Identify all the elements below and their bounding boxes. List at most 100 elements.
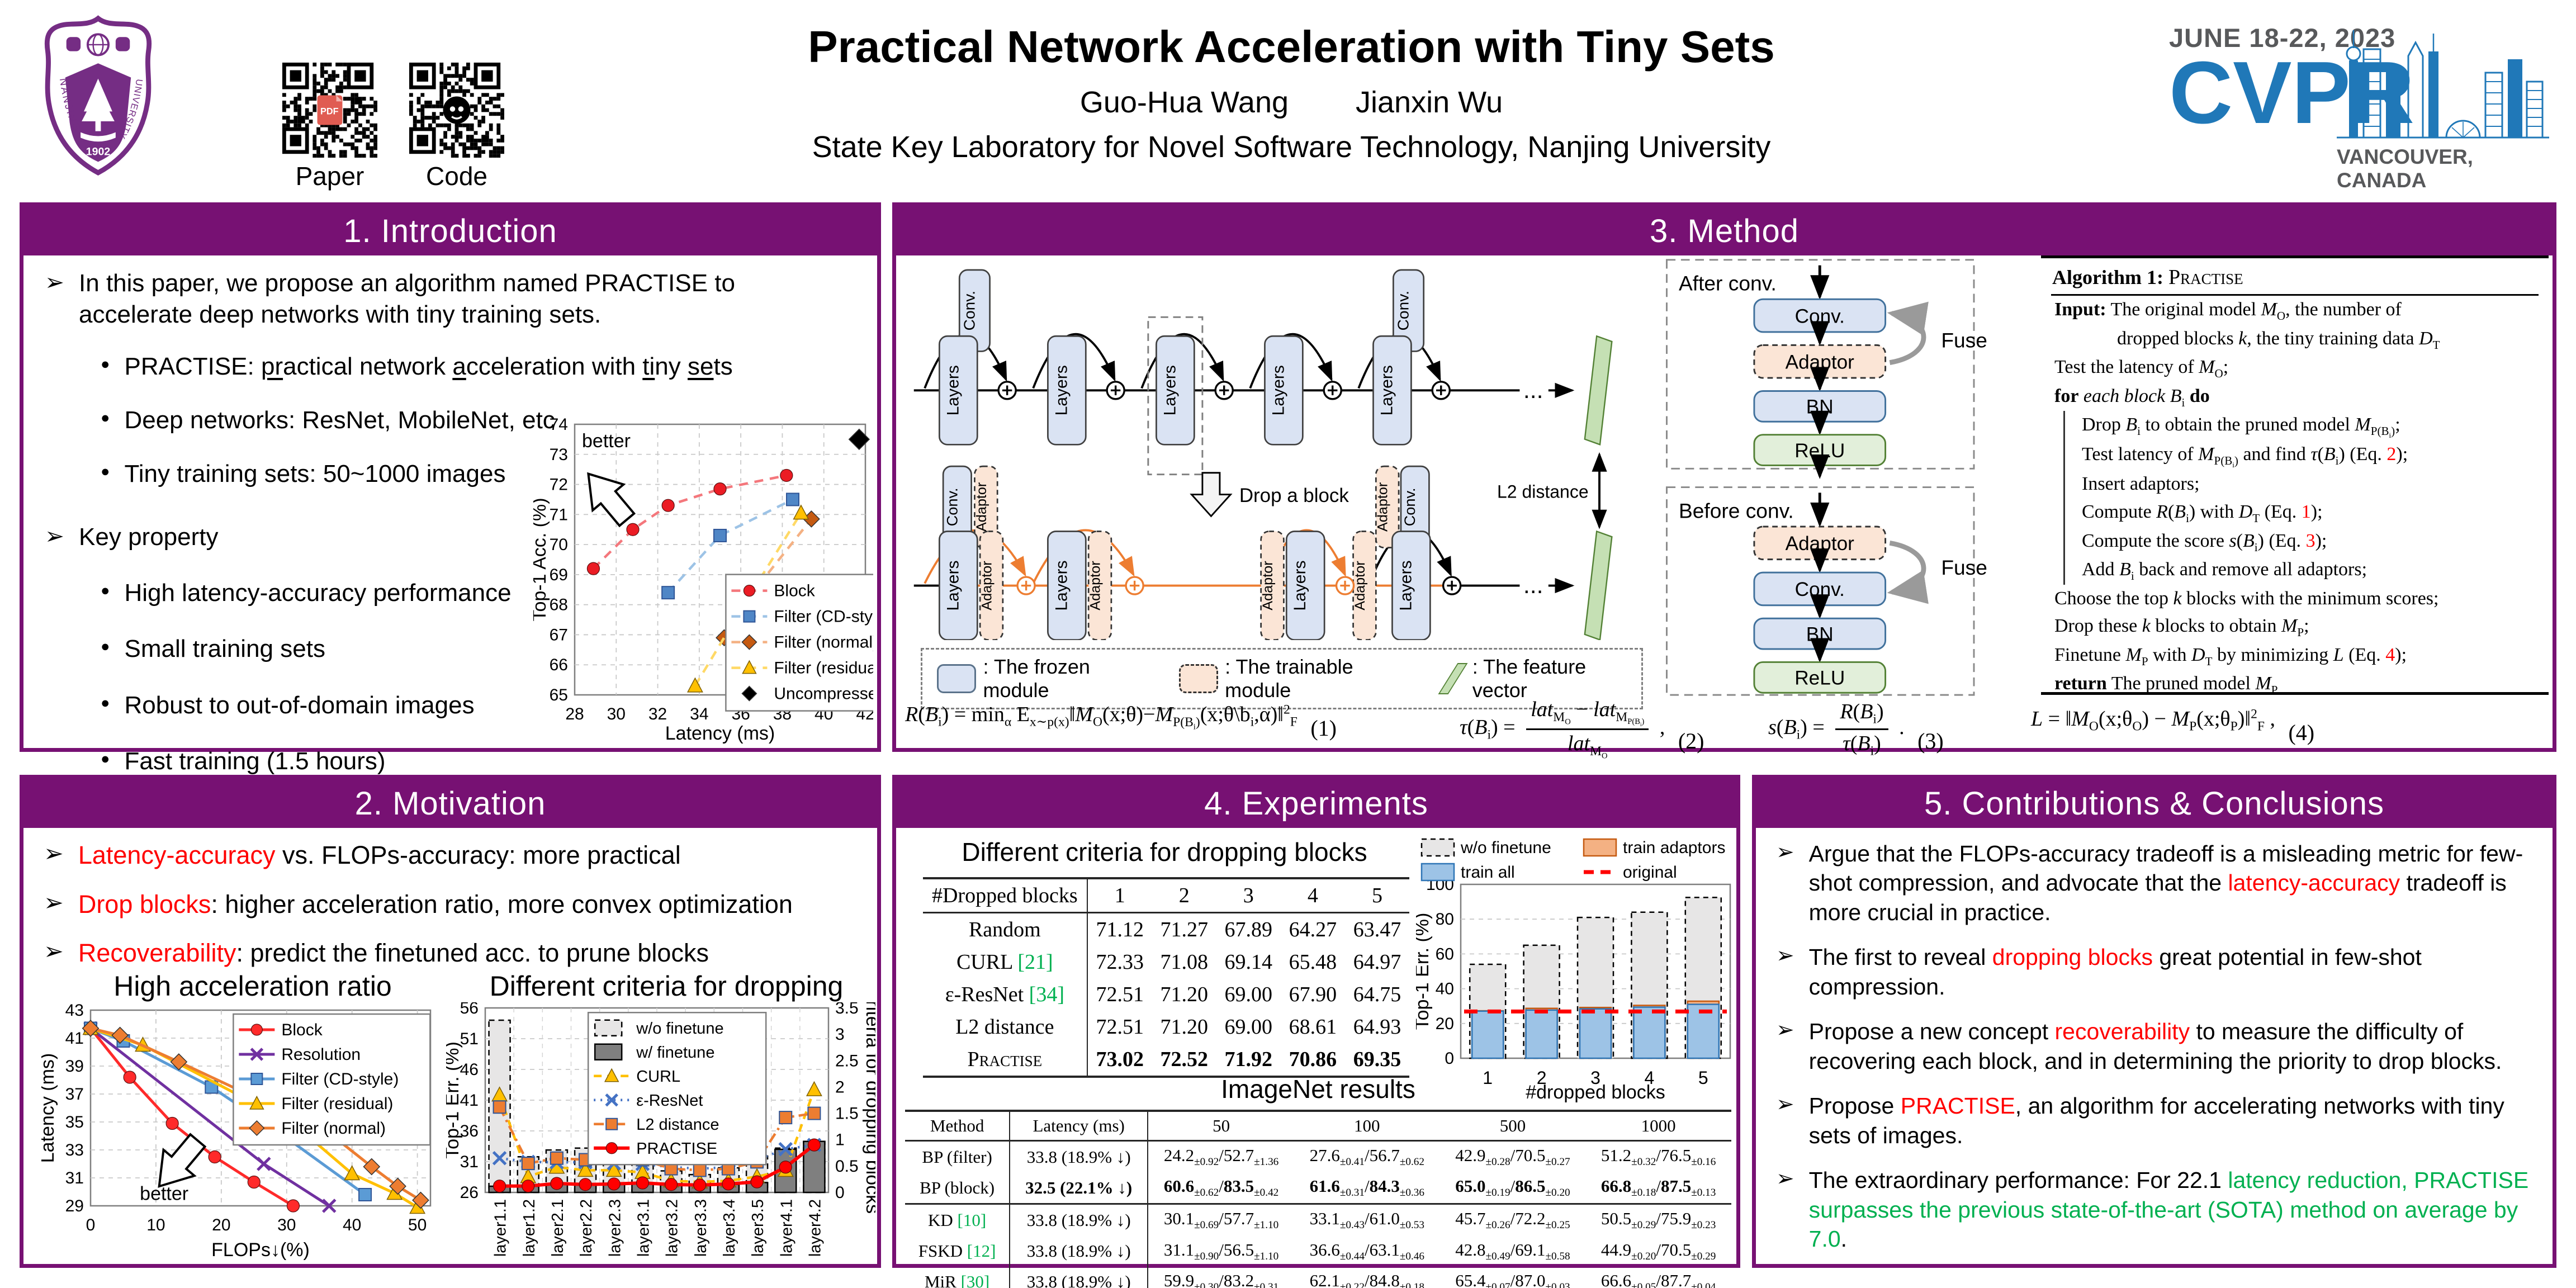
bullet-text: Fast training (1.5 hours) [124, 747, 386, 775]
svg-text:layer2.1: layer2.1 [549, 1199, 567, 1257]
bullet-text: PRACTISE: practical network acceleration… [124, 352, 733, 380]
qr-paper-label: Paper [295, 162, 364, 191]
svg-text:better: better [582, 430, 631, 452]
affiliation: State Key Laboratory for Novel Software … [812, 130, 1771, 164]
svg-text:layer1.1: layer1.1 [492, 1199, 510, 1257]
svg-text:better: better [140, 1183, 188, 1205]
table-cell: 72.33 [1096, 950, 1144, 974]
bullet-item: ➢Argue that the FLOPs-accuracy tradeoff … [1776, 839, 2545, 927]
arrow-marker-icon: ➢ [1776, 1018, 1794, 1043]
equation-2-tail: , [1659, 715, 1665, 739]
svg-text:Drop a block: Drop a block [1239, 485, 1349, 506]
equation-2: τ(Bi) = latMO − latMP(Bi)latMO , (2) [1460, 697, 1761, 761]
algorithm-box: Algorithm 1: Practise Input: The origina… [2041, 255, 2549, 697]
bullet-text: Argue that the FLOPs-accuracy tradeoff i… [1808, 841, 2523, 925]
dot-marker-icon: ● [101, 581, 110, 599]
svg-text:Adaptor: Adaptor [1260, 561, 1276, 610]
svg-text:2.5: 2.5 [835, 1052, 859, 1070]
algorithm-line: Add Bi back and remove all adaptors; [2063, 556, 2539, 585]
svg-text:20: 20 [1436, 1015, 1454, 1033]
svg-text:40: 40 [1436, 980, 1454, 998]
svg-text:PRACTISE: PRACTISE [636, 1140, 717, 1158]
dot-marker-icon: ● [101, 693, 110, 711]
bullet-text: Recoverability: predict the finetuned ac… [78, 939, 709, 968]
table-cell: BP (block) [905, 1172, 1011, 1204]
svg-text:CURL: CURL [636, 1068, 680, 1086]
bullet-text: Latency-accuracy vs. FLOPs-accuracy: mor… [78, 841, 681, 869]
algorithm-line: Compute R(Bi) with DT (Eq. 1); [2063, 498, 2539, 527]
svg-text:Layers: Layers [1377, 365, 1396, 415]
svg-text:layer3.3: layer3.3 [692, 1199, 710, 1257]
svg-text:34: 34 [690, 705, 708, 723]
algorithm-line: Insert adaptors; [2063, 470, 2539, 498]
equation-1: R(Bi) = minα Ex∼p(x)‖MO(x;θ)−MP(Bi)(x;θ\… [905, 700, 1459, 741]
svg-text:L2 distance: L2 distance [1497, 481, 1589, 501]
bullet-item: ●Fast training (1.5 hours) [45, 746, 548, 777]
svg-text:original: original [1623, 863, 1677, 882]
table-header-cell: Method [905, 1111, 1011, 1141]
svg-text:Top-1 Acc. (%): Top-1 Acc. (%) [533, 498, 550, 621]
author-1: Guo-Hua Wang [1079, 86, 1289, 119]
bullet-text: Robust to out-of-domain images [124, 691, 475, 719]
svg-text:ReLU: ReLU [1794, 667, 1845, 689]
table-cell: 69.14 [1224, 950, 1273, 974]
table-cell: 24.2±0.92/52.7±1.36 [1163, 1145, 1279, 1168]
table-cell: Random [923, 912, 1088, 946]
svg-text:0: 0 [1445, 1049, 1454, 1068]
algorithm-title-bold: Algorithm 1: [2052, 266, 2163, 288]
svg-text:Latency (ms): Latency (ms) [41, 1053, 58, 1163]
qr-paper-icon: PDF [282, 63, 377, 158]
svg-text:Conv.: Conv. [1795, 579, 1845, 600]
table-cell: L2 distance [923, 1011, 1088, 1043]
svg-text:After conv.: After conv. [1679, 272, 1777, 295]
table-cell: 70.86 [1289, 1048, 1337, 1071]
algorithm-title: Algorithm 1: Practise [2051, 262, 2539, 296]
trainable-module-swatch-icon [1178, 664, 1219, 693]
table-header-cell: 1000 [1641, 1116, 1676, 1135]
algorithm-line: Compute the score s(Bi) (Eq. 3); [2063, 527, 2539, 556]
svg-text:26: 26 [460, 1183, 479, 1202]
module-legend: : The frozen module : The trainable modu… [921, 648, 1643, 709]
qr-paper: PDF [282, 63, 377, 158]
bullet-item: ➢The first to reveal dropping blocks gre… [1776, 943, 2545, 1001]
equation-3-denominator: τ(Bi) [1843, 731, 1881, 759]
svg-text:Top-1 Err. (%): Top-1 Err. (%) [446, 1041, 463, 1159]
svg-text:w/ finetune: w/ finetune [636, 1044, 714, 1062]
cvpr-logo: JUNE 18-22, 2023 CVPR VANCOUVER, CANADA [2169, 16, 2555, 192]
table-cell: KD [10] [905, 1204, 1011, 1236]
equation-3-numerator: R(Bi) [1835, 699, 1888, 730]
svg-text:33: 33 [65, 1141, 84, 1159]
svg-text:56: 56 [460, 1002, 479, 1017]
algorithm-line: Test the latency of MO; [2054, 357, 2229, 380]
table-header-cell: Latency (ms) [1010, 1111, 1149, 1141]
table-cell: FSKD [12] [905, 1235, 1011, 1267]
table-cell: 63.47 [1353, 918, 1401, 941]
table-cell: 42.8±0.49/69.1±0.58 [1455, 1239, 1570, 1262]
svg-text:30: 30 [607, 705, 626, 723]
svg-text:Filter (residual): Filter (residual) [774, 659, 873, 678]
bullet-item: ●Deep networks: ResNet, MobileNet, etc [45, 405, 855, 436]
svg-text:Adaptor: Adaptor [1786, 351, 1855, 373]
bullet-item: ➢Latency-accuracy vs. FLOPs-accuracy: mo… [44, 839, 871, 872]
bullet-text: The first to reveal dropping blocks grea… [1808, 944, 2422, 1000]
svg-text:71: 71 [550, 505, 568, 524]
equation-2-denominator: latMO [1567, 732, 1608, 761]
svg-text:5: 5 [1698, 1068, 1708, 1088]
svg-text:Adaptor: Adaptor [1786, 533, 1855, 555]
algorithm-title-name: Practise [2168, 266, 2243, 289]
svg-text:43: 43 [65, 1002, 84, 1020]
equation-3-lhs: s(Bi) = [1768, 715, 1825, 742]
panel-motivation: 2. Motivation ➢Latency-accuracy vs. FLOP… [20, 775, 881, 1268]
svg-text:Before conv.: Before conv. [1679, 499, 1794, 522]
bullet-item: ➢The extraordinary performance: For 22.1… [1776, 1166, 2545, 1253]
dot-marker-icon: ● [101, 462, 110, 480]
table-cell: 71.08 [1160, 950, 1209, 974]
svg-text:Adaptor: Adaptor [974, 482, 989, 532]
